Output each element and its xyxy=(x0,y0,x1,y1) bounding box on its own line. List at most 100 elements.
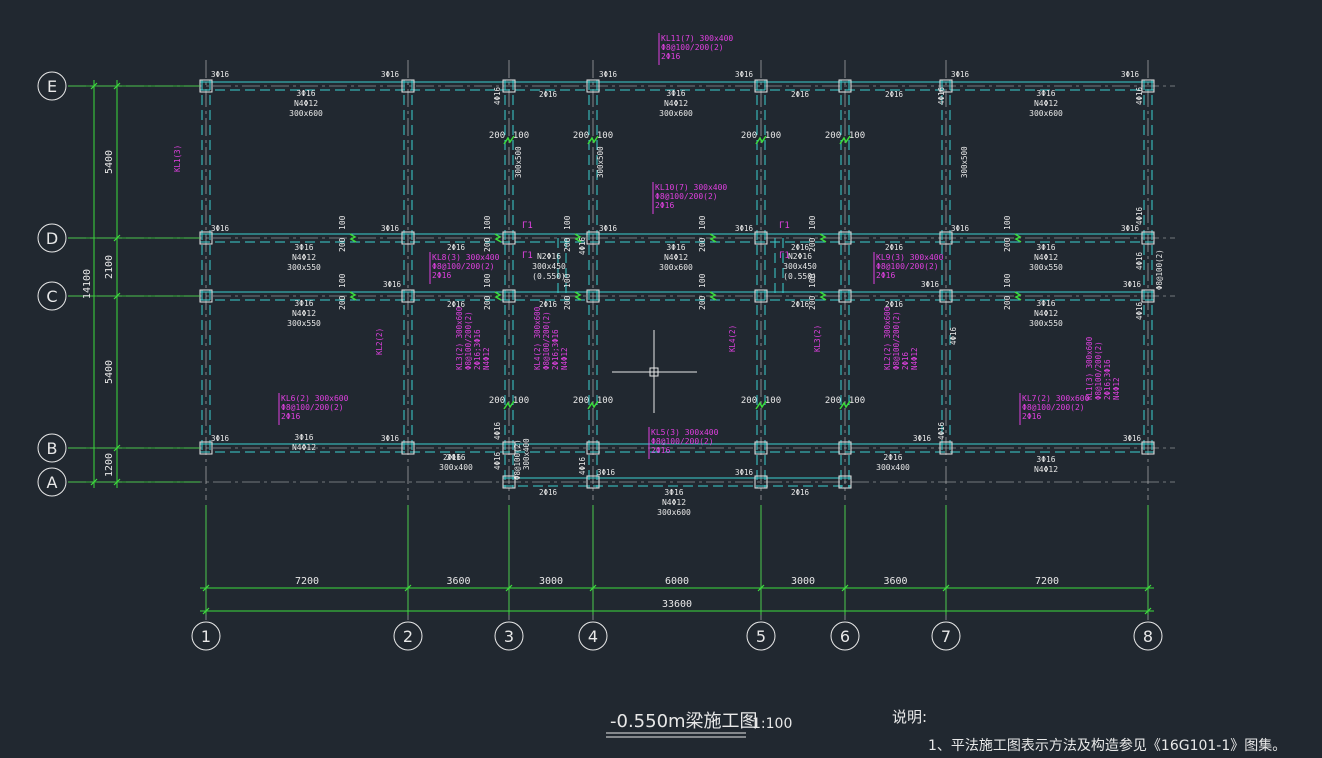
section-mark-3: Γ1 xyxy=(779,251,790,261)
axis-label-row-E: E xyxy=(47,77,57,96)
axis-label-row-B: B xyxy=(47,439,58,458)
small-text-21: 2Φ16 xyxy=(539,90,558,99)
hanger-mark-6 xyxy=(755,400,767,410)
hanger-mark-0 xyxy=(503,135,515,145)
vlabel-kl3: KL3(2) 300x600 xyxy=(455,306,464,370)
small-text-28: 2Φ16 xyxy=(885,300,904,309)
axis-bubble-col-6 xyxy=(830,621,860,651)
small-text-17: 3Φ16 xyxy=(913,434,932,443)
dim-span-7: 7200 xyxy=(1035,576,1059,587)
vlabel-kl3b: Φ8@100/200(2) xyxy=(464,311,473,370)
small-text-18: 3Φ16 xyxy=(1123,434,1142,443)
column-32 xyxy=(502,475,516,489)
dim-total: 33600 xyxy=(662,599,692,610)
vlabel-kl2rb: Φ8@100/200(2) xyxy=(892,311,901,370)
axis-label-row-D: D xyxy=(46,229,58,248)
axis-label-col-1: 1 xyxy=(201,627,211,646)
span-note-d7-0: 3Φ16 xyxy=(1036,243,1055,252)
beam-label-kl7-0: KL7(2) 300x600 xyxy=(1022,394,1090,403)
axis-label-col-5: 5 xyxy=(756,627,766,646)
span-note-d7-2: 300x550 xyxy=(1029,263,1063,272)
hanger-l-1: 200 xyxy=(573,131,589,141)
span-note-n5-0: N2Φ16 xyxy=(788,252,812,261)
vhanger-a-0-1: 100 xyxy=(338,273,347,288)
beam-label-kl9-0: KL9(3) 300x400 xyxy=(876,253,944,262)
span-note-e1-0: 3Φ16 xyxy=(296,89,315,98)
vert-4phi16-1: 4Φ16 xyxy=(937,86,946,105)
vlabel-kl1: KL1(3) xyxy=(173,145,182,172)
vlabel-s1: 300x500 xyxy=(514,146,523,178)
column-22 xyxy=(838,289,852,303)
axis-label-col-7: 7 xyxy=(941,627,951,646)
beam-lines xyxy=(200,80,1154,488)
small-text-3: 3Φ16 xyxy=(735,70,754,79)
column-16 xyxy=(754,79,768,93)
beam-label-kl8-1: Φ8@100/200(2) xyxy=(432,262,495,271)
column-17 xyxy=(754,231,768,245)
axis-label-col-6: 6 xyxy=(840,627,850,646)
column-26 xyxy=(939,289,953,303)
axis-bubble-row-D xyxy=(37,223,67,253)
small-text-4: 3Φ16 xyxy=(951,70,970,79)
small-text-7: 3Φ16 xyxy=(381,224,400,233)
small-text-1: 3Φ16 xyxy=(381,70,400,79)
cad-crosshair-icon xyxy=(612,330,697,413)
vlabel-kl3d: N4Φ12 xyxy=(482,347,491,370)
hanger-l-5: 200 xyxy=(573,396,589,406)
vert-4phi16-3: 4Φ16 xyxy=(493,421,502,440)
hanger-l-2: 200 xyxy=(741,131,757,141)
vhanger-a-0-0: 100 xyxy=(338,215,347,230)
vlabel-kl4b: Φ8@100/200(2) xyxy=(542,311,551,370)
span-note-e4-0: 3Φ16 xyxy=(666,89,685,98)
span-note-c1-0: 3Φ16 xyxy=(294,299,313,308)
vhanger-b-3-1: 200 xyxy=(698,295,707,310)
beam-label-kl9-1: Φ8@100/200(2) xyxy=(876,262,939,271)
hanger-r-0: 100 xyxy=(513,131,529,141)
vhanger-b-5-1: 200 xyxy=(1003,295,1012,310)
small-text-8: 3Φ16 xyxy=(599,224,618,233)
beam-label-kl7-2: 2Φ16 xyxy=(1022,412,1041,421)
small-text-0: 3Φ16 xyxy=(211,70,230,79)
vhanger-b-3-0: 200 xyxy=(698,237,707,252)
column-34 xyxy=(754,475,768,489)
vlabel-kl2: KL2(2) xyxy=(375,328,384,355)
small-text-24: 2Φ16 xyxy=(447,243,466,252)
span-note-e7-2: 300x600 xyxy=(1029,109,1063,118)
beam-label-kl11-0: KL11(7) 300x400 xyxy=(661,34,733,43)
vlabel-kl2r: KL2(2) 300x600 xyxy=(883,306,892,370)
vhanger-a-2-0: 100 xyxy=(563,215,572,230)
vlabel-kl1rb: Φ8@100/200(2) xyxy=(1094,341,1103,400)
span-note-e1-2: 300x600 xyxy=(289,109,323,118)
span-note-n5-1: 300x450 xyxy=(783,262,817,271)
vhanger-b-1-0: 200 xyxy=(483,237,492,252)
vhanger-mark-0-0 xyxy=(349,233,357,243)
section-mark-0: Γ1 xyxy=(522,221,533,231)
span-note-n3-0: N2Φ16 xyxy=(537,252,561,261)
span-note-e7-1: N4Φ12 xyxy=(1034,99,1058,108)
column-24 xyxy=(939,79,953,93)
beam-label-kl11-1: Φ8@100/200(2) xyxy=(661,43,724,52)
small-text-6: 3Φ16 xyxy=(211,224,230,233)
column-23 xyxy=(838,441,852,455)
vlabel-kl1r: KL1(3) 300x600 xyxy=(1085,336,1094,400)
axis-bubble-col-5 xyxy=(746,621,776,651)
column-13 xyxy=(586,231,600,245)
span-note-b7-1: N4Φ12 xyxy=(1034,465,1058,474)
axis-label-col-8: 8 xyxy=(1143,627,1153,646)
section-mark-2: Γ1 xyxy=(779,221,790,231)
vert-4phi16-4: 4Φ16 xyxy=(937,421,946,440)
vlabel-kl2rc: 2Φ16 xyxy=(901,351,910,370)
axis-label-row-A: A xyxy=(47,473,58,492)
axis-label-col-2: 2 xyxy=(403,627,413,646)
small-text-33: 2Φ16 xyxy=(443,453,462,462)
axis-label-col-4: 4 xyxy=(588,627,598,646)
vlabel-kl3r: KL3(2) xyxy=(813,325,822,352)
span-note-d4-2: 300x600 xyxy=(659,263,693,272)
hanger-l-6: 200 xyxy=(741,396,757,406)
column-27 xyxy=(939,441,953,455)
axis-bubble-row-C xyxy=(37,281,67,311)
hanger-r-4: 100 xyxy=(513,396,529,406)
small-text-30: 2Φ16 xyxy=(791,243,810,252)
hanger-mark-7 xyxy=(839,400,851,410)
